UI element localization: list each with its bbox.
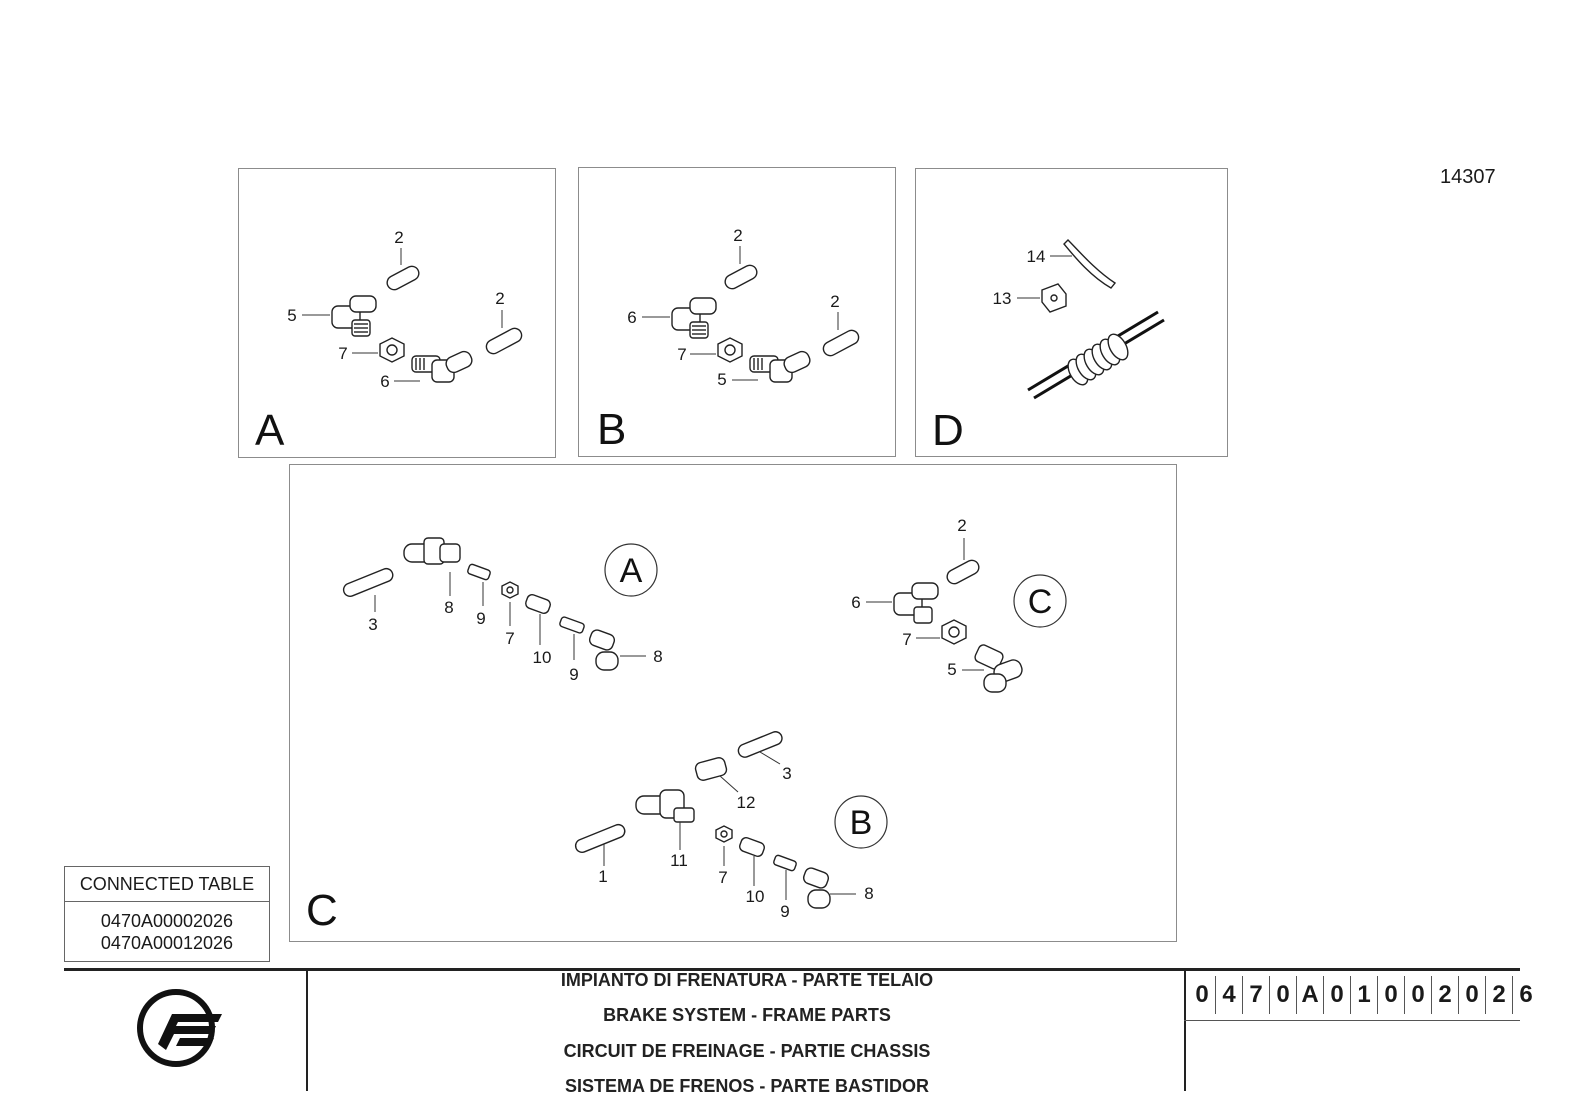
title-english: BRAKE SYSTEM - FRAME PARTS bbox=[603, 1005, 891, 1025]
connected-table: CONNECTED TABLE 0470A00002026 0470A00012… bbox=[64, 866, 270, 962]
callout: 5 bbox=[287, 306, 296, 325]
title-spanish: SISTEMA DE FRENOS - PARTE BASTIDOR bbox=[564, 1076, 930, 1096]
panel-d: D bbox=[915, 168, 1228, 457]
callout: 2 bbox=[733, 226, 742, 245]
drawing-code-char: 6 bbox=[1519, 981, 1533, 1008]
brand-logo-icon bbox=[137, 989, 222, 1067]
callout: 2 bbox=[495, 289, 504, 308]
connected-table-row[interactable]: 0470A00002026 bbox=[100, 911, 234, 931]
panel-c: C bbox=[289, 464, 1177, 942]
drawing-reference-number: 14307 bbox=[1440, 166, 1496, 188]
title-italian: IMPIANTO DI FRENATURA - PARTE TELAIO bbox=[560, 970, 934, 990]
callout: 9 bbox=[569, 665, 578, 684]
title-block: IMPIANTO DI FRENATURA - PARTE TELAIO BRA… bbox=[64, 968, 1533, 1116]
group-a-letter: A bbox=[620, 552, 643, 590]
callout: 2 bbox=[394, 228, 403, 247]
group-b-parts bbox=[574, 731, 831, 909]
panel-b-parts bbox=[671, 264, 860, 383]
callout: 14 bbox=[1027, 247, 1046, 266]
drawing-code-char: 0 bbox=[1270, 976, 1297, 1014]
group-b-circle bbox=[834, 795, 888, 849]
callout: 3 bbox=[368, 615, 377, 634]
drawing-code-underline bbox=[1184, 1020, 1520, 1021]
drawing-code-char: 0 bbox=[1378, 976, 1405, 1014]
group-a-circle bbox=[604, 543, 658, 597]
title-block-top-rule bbox=[64, 968, 1520, 971]
connected-table-header: CONNECTED TABLE bbox=[65, 867, 269, 902]
group-c-circle bbox=[1013, 574, 1067, 628]
callout: 2 bbox=[830, 292, 839, 311]
drawing-code-char: 0 bbox=[1324, 976, 1351, 1014]
panel-a-parts bbox=[331, 265, 523, 383]
panel-d-parts bbox=[1027, 239, 1165, 400]
drawing-code-char: 0 bbox=[1189, 976, 1216, 1014]
panel-letter: A bbox=[255, 406, 285, 455]
panel-letter: D bbox=[932, 406, 964, 455]
callout: 7 bbox=[718, 868, 727, 887]
callout: 10 bbox=[746, 887, 765, 906]
drawing-code-char: 2 bbox=[1432, 976, 1459, 1014]
panel-a: A bbox=[238, 168, 556, 458]
callout: 5 bbox=[717, 370, 726, 389]
callout: 9 bbox=[476, 609, 485, 628]
callout: 8 bbox=[444, 598, 453, 617]
panel-letter: C bbox=[306, 886, 338, 935]
callout: 7 bbox=[902, 630, 911, 649]
callout: 1 bbox=[598, 867, 607, 886]
callout: 5 bbox=[947, 660, 956, 679]
drawing-code-char: 7 bbox=[1243, 976, 1270, 1014]
drawing-code-char: 2 bbox=[1486, 976, 1513, 1014]
title-block-divider bbox=[1184, 971, 1186, 1091]
callout: 12 bbox=[737, 793, 756, 812]
callout: 9 bbox=[780, 902, 789, 921]
group-b-letter: B bbox=[850, 804, 873, 842]
group-c-parts bbox=[893, 559, 1023, 693]
drawing-code-char: 0 bbox=[1459, 976, 1486, 1014]
drawing-code-char: 1 bbox=[1351, 976, 1378, 1014]
panel-b: B bbox=[578, 167, 896, 457]
callout: 7 bbox=[677, 345, 686, 364]
callout: 8 bbox=[864, 884, 873, 903]
panel-letter: B bbox=[597, 405, 627, 454]
group-c-letter: C bbox=[1028, 583, 1053, 621]
drawing-code-char: 0 bbox=[1405, 976, 1432, 1014]
callout: 11 bbox=[670, 851, 688, 870]
callout: 7 bbox=[505, 629, 514, 648]
callout: 2 bbox=[957, 516, 966, 535]
group-a-parts bbox=[342, 537, 619, 671]
callout: 3 bbox=[782, 764, 791, 783]
callout: 13 bbox=[993, 289, 1012, 308]
callout: 6 bbox=[380, 372, 389, 391]
drawing-code-char: 4 bbox=[1216, 976, 1243, 1014]
callout: 8 bbox=[653, 647, 662, 666]
callout: 6 bbox=[627, 308, 636, 327]
title-french: CIRCUIT DE FREINAGE - PARTIE CHASSIS bbox=[563, 1041, 931, 1061]
title-block-divider bbox=[306, 971, 308, 1091]
callout: 6 bbox=[851, 593, 860, 612]
connected-table-row[interactable]: 0470A00012026 bbox=[100, 933, 234, 953]
callout: 10 bbox=[533, 648, 552, 667]
drawing-code-char: A bbox=[1297, 976, 1324, 1014]
callout: 7 bbox=[338, 344, 347, 363]
